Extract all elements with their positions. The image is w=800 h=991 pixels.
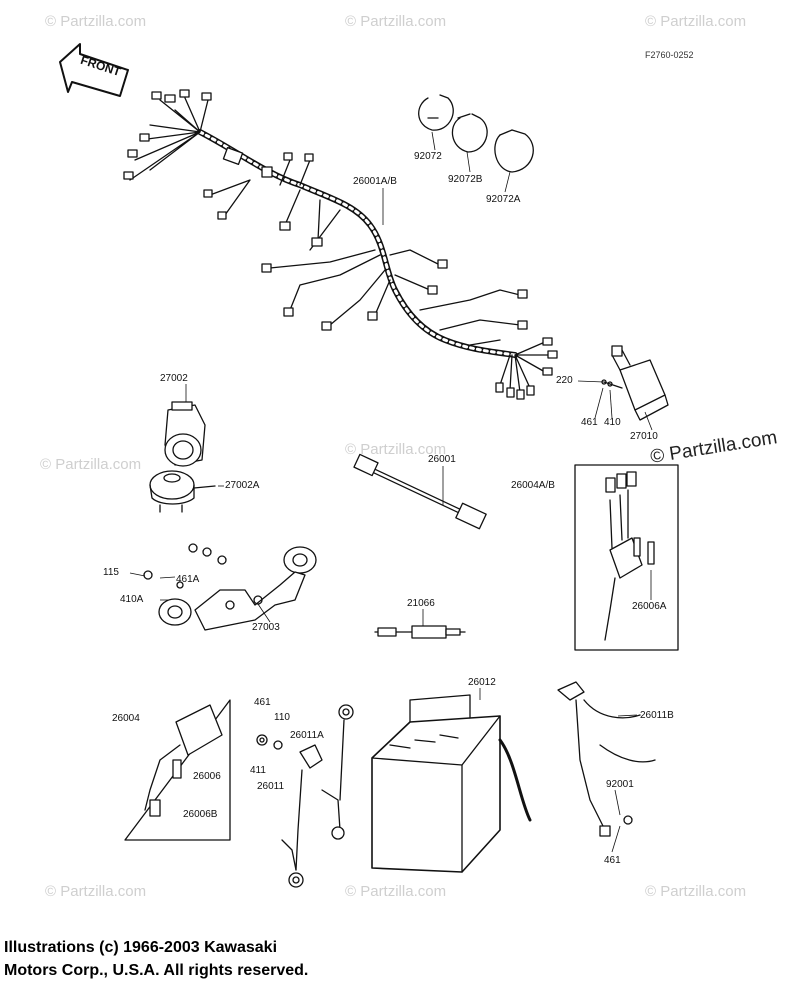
part-label: 410A bbox=[120, 594, 144, 605]
watermark: © Partzilla.com bbox=[645, 13, 747, 30]
igniter-box-26004AB bbox=[574, 464, 679, 651]
fuse-21066 bbox=[374, 625, 466, 639]
part-label: 27002A bbox=[225, 480, 260, 491]
main-wiring-harness bbox=[123, 89, 558, 400]
figure-code: F2760-0252 bbox=[645, 50, 694, 60]
sub-harness-26001 bbox=[353, 453, 487, 530]
part-label: 27010 bbox=[630, 431, 658, 442]
part-label: 92001 bbox=[606, 779, 634, 790]
part-label: 461 bbox=[254, 697, 271, 708]
part-label: 26011B bbox=[640, 710, 674, 721]
horn-27002 bbox=[164, 401, 206, 467]
cable-26011A bbox=[299, 704, 354, 840]
part-label: 461A bbox=[176, 574, 200, 585]
part-label: 92072 bbox=[414, 151, 442, 162]
igniter-box-26004 bbox=[124, 699, 231, 841]
part-label: 26006B bbox=[183, 809, 218, 820]
watermark: © Partzilla.com bbox=[345, 13, 447, 30]
cable-26011B bbox=[557, 681, 656, 837]
part-label: 26001A/B bbox=[353, 176, 397, 187]
part-label: 461 bbox=[581, 417, 598, 428]
part-label: 27002 bbox=[160, 373, 188, 384]
copyright-line-1: Illustrations (c) 1966-2003 Kawasaki bbox=[4, 939, 278, 956]
front-arrow-icon bbox=[59, 43, 129, 97]
fasteners-group bbox=[256, 734, 283, 750]
part-label: 220 bbox=[556, 375, 573, 386]
battery-26012 bbox=[371, 694, 532, 873]
cable-26011 bbox=[281, 769, 304, 888]
part-label: 26011 bbox=[257, 781, 285, 792]
horn-27002A bbox=[149, 470, 216, 513]
part-label: 92072A bbox=[486, 194, 521, 205]
watermark: © Partzilla.com bbox=[345, 883, 447, 900]
part-label: 26012 bbox=[468, 677, 496, 688]
part-label: 92072B bbox=[448, 174, 483, 185]
watermark: © Partzilla.com bbox=[645, 883, 747, 900]
watermark: © Partzilla.com bbox=[40, 456, 142, 473]
horn-bracket-27003 bbox=[143, 543, 317, 631]
part-label: 26011A bbox=[290, 730, 324, 741]
watermark: © Partzilla.com bbox=[345, 441, 447, 458]
part-label: 410 bbox=[604, 417, 621, 428]
part-label: 461 bbox=[604, 855, 621, 866]
leader-lines bbox=[129, 131, 653, 853]
copyright-line-2: Motors Corp., U.S.A. All rights reserved… bbox=[4, 962, 309, 979]
part-label: 110 bbox=[274, 712, 290, 723]
relay-27010 bbox=[601, 345, 669, 421]
part-label: 27003 bbox=[252, 622, 280, 633]
watermark: © Partzilla.com bbox=[45, 13, 147, 30]
part-label: 26001 bbox=[428, 454, 456, 465]
part-label: 115 bbox=[103, 567, 119, 578]
part-label: 21066 bbox=[407, 598, 435, 609]
watermark: © Partzilla.com bbox=[45, 883, 147, 900]
part-label: 26004 bbox=[112, 713, 140, 724]
part-label: 26004A/B bbox=[511, 480, 555, 491]
part-label: 411 bbox=[250, 765, 266, 776]
harness-clamps bbox=[418, 94, 534, 173]
part-label: 26006 bbox=[193, 771, 221, 782]
part-label: 26006A bbox=[632, 601, 667, 612]
